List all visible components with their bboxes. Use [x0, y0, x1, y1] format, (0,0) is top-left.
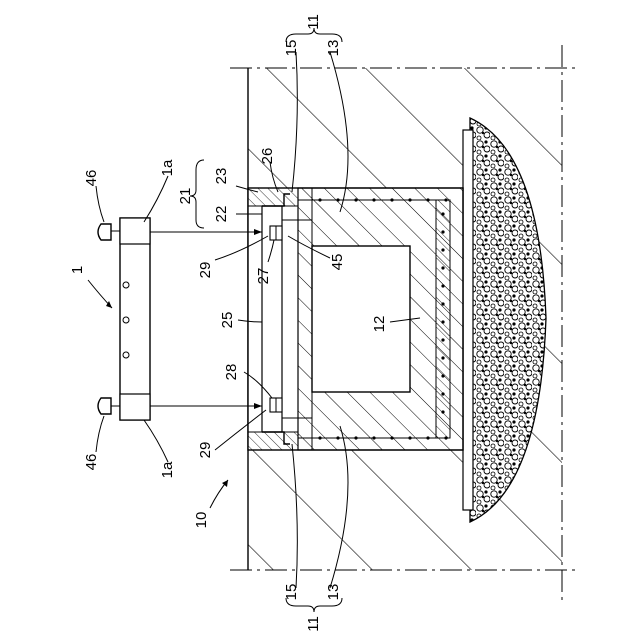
- rebar-dot: [354, 436, 357, 439]
- rebar-dot: [408, 436, 411, 439]
- rebar-dot: [441, 266, 444, 269]
- rebar-dot: [441, 338, 444, 341]
- alignment-arrows: [150, 229, 262, 409]
- rebar-dot: [444, 198, 447, 201]
- rebar-dot: [444, 436, 447, 439]
- rebar-dot: [441, 410, 444, 413]
- rebar-dot: [441, 230, 444, 233]
- label-1a-bottom: 1a: [159, 461, 176, 478]
- rebar-dot: [318, 198, 321, 201]
- label-29-bottom: 29: [197, 442, 214, 459]
- rebar-dot: [390, 436, 393, 439]
- rebar-dot: [390, 198, 393, 201]
- rebar-dot: [318, 436, 321, 439]
- label-10: 10: [193, 512, 210, 529]
- rebar-dot: [336, 198, 339, 201]
- label-12: 12: [371, 316, 388, 333]
- cover-plate: [98, 218, 150, 420]
- rebar-dot: [441, 284, 444, 287]
- label-1a-top: 1a: [159, 159, 176, 176]
- label-27: 27: [255, 268, 272, 285]
- rebar-dot: [372, 198, 375, 201]
- label-22: 22: [213, 206, 230, 223]
- label-13-top: 13: [325, 40, 342, 57]
- label-11-bottom: 11: [305, 616, 322, 632]
- box-structure: [248, 188, 463, 450]
- rebar-dot: [441, 248, 444, 251]
- label-45: 45: [329, 254, 346, 271]
- label-46-top: 46: [83, 170, 100, 187]
- rebar-dot: [441, 212, 444, 215]
- rebar-dot: [441, 374, 444, 377]
- rebar-dot: [441, 392, 444, 395]
- label-23: 23: [213, 168, 230, 185]
- rebar-dot: [336, 436, 339, 439]
- label-46-bottom: 46: [83, 454, 100, 471]
- label-25: 25: [219, 312, 236, 329]
- rebar-dot: [354, 198, 357, 201]
- label-15-top: 15: [283, 40, 300, 57]
- label-1: 1: [69, 266, 86, 274]
- label-21: 21: [177, 188, 194, 205]
- label-11-top: 11: [305, 14, 322, 30]
- base-slab: [463, 130, 473, 510]
- rebar-dot: [426, 198, 429, 201]
- rebar-dot: [426, 436, 429, 439]
- rebar-dot: [441, 356, 444, 359]
- rebar-dot: [372, 436, 375, 439]
- label-29-top: 29: [197, 262, 214, 279]
- rebar-dot: [408, 198, 411, 201]
- label-26: 26: [259, 148, 276, 165]
- rebar-dot: [441, 302, 444, 305]
- rebar-dot: [441, 320, 444, 323]
- label-15-bottom: 15: [283, 584, 300, 601]
- label-13-bottom: 13: [325, 584, 342, 601]
- label-28: 28: [223, 364, 240, 381]
